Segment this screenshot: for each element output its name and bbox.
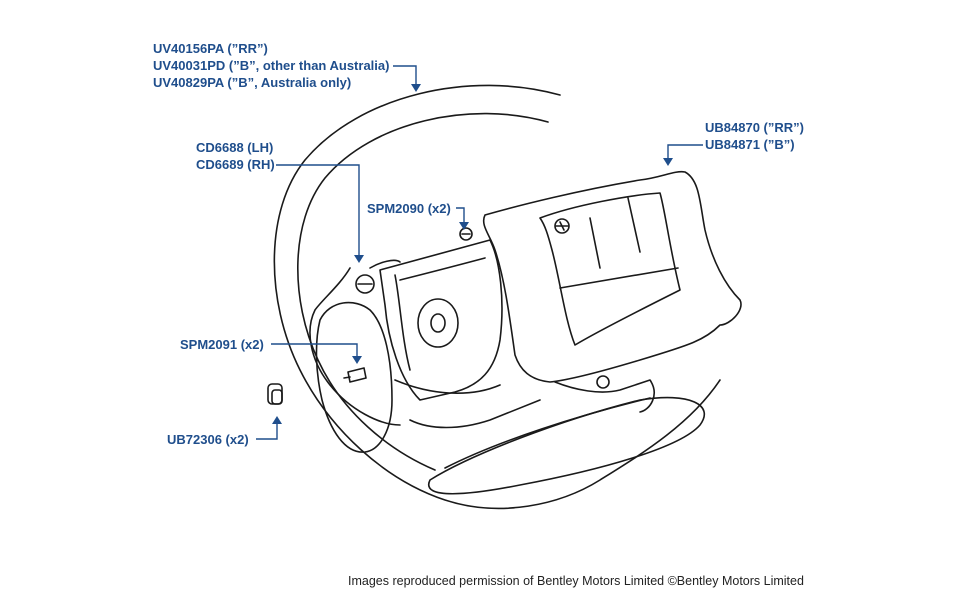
left-clip bbox=[355, 274, 375, 294]
side-screw bbox=[343, 367, 367, 383]
wheel-rim-label-b-aus: UV40829PA (”B”, Australia only) bbox=[153, 75, 352, 90]
screw-side-label: SPM2091 (x2) bbox=[180, 337, 264, 352]
top-screw bbox=[459, 227, 473, 241]
screw-top-label: SPM2090 (x2) bbox=[367, 201, 451, 216]
image-credit: Images reproduced permission of Bentley … bbox=[348, 574, 804, 588]
clips-label-rh: CD6689 (RH) bbox=[196, 157, 275, 172]
clips-label: CD6688 (LH) CD6689 (RH) bbox=[196, 139, 275, 173]
pad-label-b: UB84871 (”B”) bbox=[705, 137, 795, 152]
hub-cavity bbox=[379, 239, 503, 401]
wheel-rim-inner bbox=[297, 112, 549, 471]
wheel-rim-label-b: UV40031PD (”B”, other than Australia) bbox=[153, 58, 390, 73]
clips-label-lh: CD6688 (LH) bbox=[196, 140, 274, 155]
wheel-rim-label: UV40156PA (”RR”) UV40031PD (”B”, other t… bbox=[153, 40, 389, 91]
center-pad bbox=[482, 170, 742, 383]
left-spoke bbox=[309, 267, 401, 426]
bottom-grip bbox=[427, 396, 706, 495]
left-housing bbox=[315, 301, 393, 453]
grommet bbox=[267, 383, 283, 405]
grommet-label: UB72306 (x2) bbox=[167, 432, 249, 447]
wheel-rim-label-rr: UV40156PA (”RR”) bbox=[153, 41, 268, 56]
pad-label-rr: UB84870 (”RR”) bbox=[705, 120, 804, 135]
pad-label: UB84870 (”RR”) UB84871 (”B”) bbox=[705, 119, 804, 153]
